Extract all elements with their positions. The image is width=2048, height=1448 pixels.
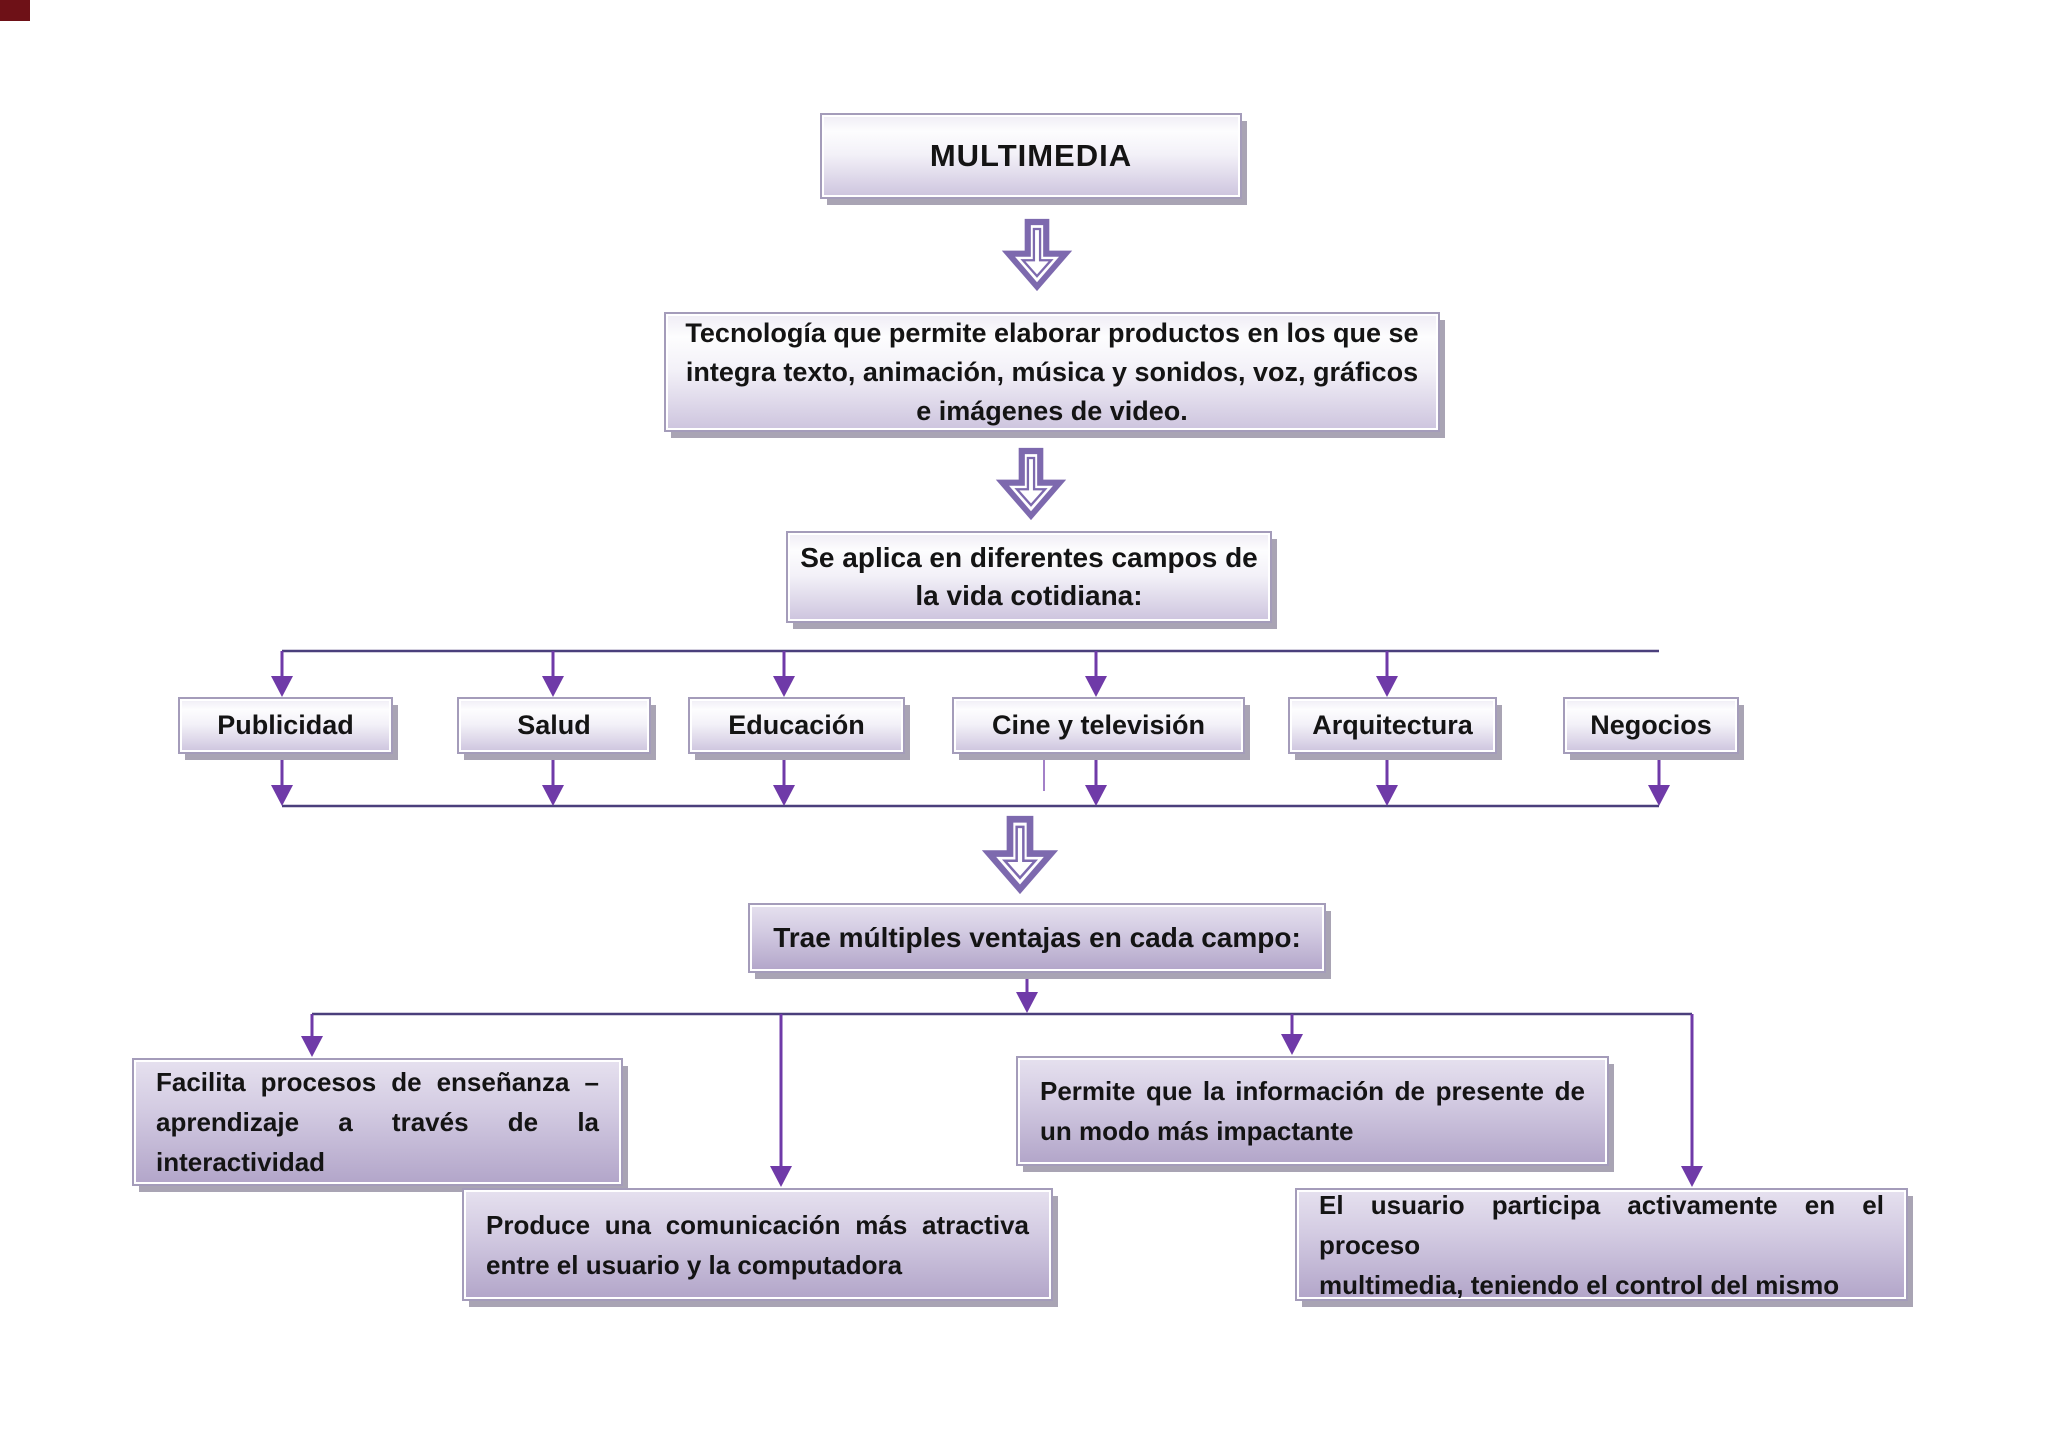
- node-benefit-permite: Permite que la información de presente d…: [1016, 1056, 1609, 1166]
- text-line: integra texto, animación, música y sonid…: [685, 356, 1419, 387]
- field-label: Publicidad: [217, 710, 354, 740]
- arrowheads: [271, 676, 1703, 1187]
- node-definition: Tecnología que permite elaborar producto…: [664, 312, 1440, 432]
- node-field-cine-y-television: Cine y televisión: [952, 697, 1245, 754]
- text-line: multimedia, teniendo el control del mism…: [1319, 1269, 1840, 1300]
- text-line: Tecnología que permite elaborar producto…: [685, 317, 1419, 348]
- node-benefits-intro: Trae múltiples ventajas en cada campo:: [748, 903, 1326, 973]
- field-label: Arquitectura: [1312, 710, 1473, 740]
- node-field-educacion: Educación: [688, 697, 905, 754]
- connector-stems: [280, 651, 1694, 1168]
- field-label: Educación: [728, 710, 865, 740]
- corner-mark: [0, 0, 30, 21]
- text-line: interactividad: [156, 1147, 326, 1177]
- node-field-negocios: Negocios: [1563, 697, 1739, 754]
- title-label: MULTIMEDIA: [929, 138, 1133, 173]
- field-label: Salud: [517, 710, 591, 740]
- node-field-salud: Salud: [457, 697, 651, 754]
- text-line: Facilita procesos de enseñanza –: [156, 1067, 599, 1097]
- down-block-arrow-middle: [987, 444, 1075, 524]
- node-benefit-usuario: El usuario participa activamente en el p…: [1295, 1188, 1908, 1301]
- text-line: la vida cotidiana:: [915, 580, 1143, 611]
- node-benefit-produce: Produce una comunicación más atractiva e…: [462, 1188, 1053, 1301]
- text-line: Permite que la información de presente d…: [1040, 1076, 1585, 1106]
- text-line: Produce una comunicación más atractiva: [486, 1209, 1029, 1240]
- field-label: Cine y televisión: [991, 710, 1206, 740]
- down-block-arrow-bottom: [963, 814, 1077, 896]
- field-label: Negocios: [1590, 710, 1712, 740]
- branch-rails: [282, 649, 1692, 1016]
- node-field-arquitectura: Arquitectura: [1288, 697, 1497, 754]
- text-line: entre el usuario y la computadora: [486, 1249, 903, 1280]
- node-fields-intro: Se aplica en diferentes campos de la vid…: [786, 531, 1272, 623]
- text-line: e imágenes de video.: [916, 395, 1188, 426]
- text-line: Se aplica en diferentes campos de: [800, 542, 1258, 573]
- text-line: aprendizaje a través de la: [156, 1107, 599, 1137]
- text-line: un modo más impactante: [1040, 1116, 1354, 1146]
- down-block-arrow-top: [993, 214, 1081, 296]
- benefits-intro-label: Trae múltiples ventajas en cada campo:: [773, 922, 1301, 953]
- node-field-publicidad: Publicidad: [178, 697, 393, 754]
- text-line: El usuario participa activamente en el p…: [1319, 1189, 1884, 1260]
- node-benefit-facilita: Facilita procesos de enseñanza – aprendi…: [132, 1058, 623, 1186]
- node-title: MULTIMEDIA: [820, 113, 1242, 199]
